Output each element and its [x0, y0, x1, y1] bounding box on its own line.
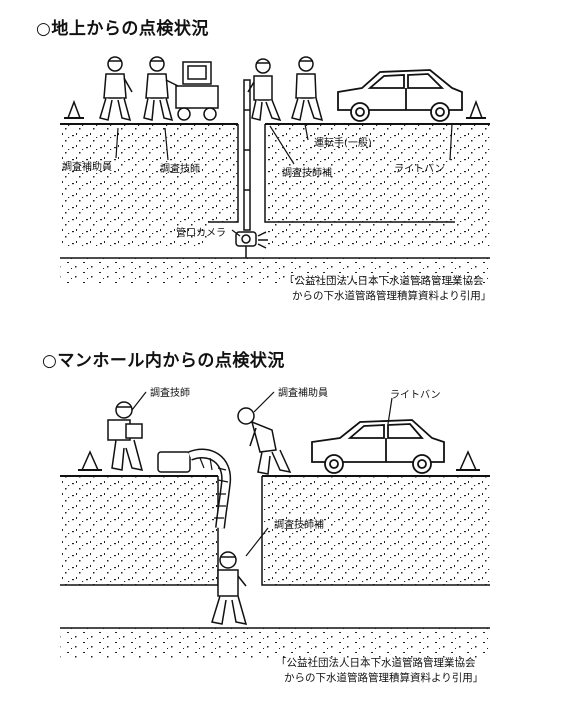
label-leaders [131, 391, 393, 557]
label-assistant: 調査補助員 [278, 388, 328, 399]
label-driver: 運転手(一般) [314, 138, 372, 149]
light-van-figure [337, 69, 463, 122]
worker-driver-figure [291, 56, 324, 122]
citation-line-2: からの下水道管路管理積算資料より引用」 [284, 672, 484, 684]
pipe-camera-figure [235, 231, 268, 258]
citation-line-2: からの下水道管路管理積算資料より引用」 [292, 290, 492, 302]
traffic-cone [78, 450, 102, 471]
citation-line-1: 「公益社団法人日本下水道管路管理業協会 [276, 657, 476, 669]
section2-title: ○マンホール内からの点検状況 [42, 351, 285, 371]
label-technician: 調査技師 [160, 164, 200, 175]
citation-line-1: 「公益社団法人日本下水道管路管理業協会 [284, 275, 484, 287]
light-van-figure [311, 419, 445, 474]
traffic-cone [64, 99, 84, 119]
traffic-cone [466, 99, 486, 119]
worker-technician-figure [107, 401, 144, 471]
label-pipe-camera: 管口カメラ [176, 228, 226, 239]
label-light-van: ライトバン [394, 164, 445, 175]
section1-ground [60, 123, 490, 286]
camera-control-cart [175, 61, 219, 121]
worker-tech-assistant-figure [211, 551, 248, 625]
label-assistant: 調査補助員 [62, 162, 112, 173]
label-light-van: ライトバン [390, 390, 441, 401]
label-technician: 調査技師 [150, 388, 190, 399]
worker-assistant-figure [99, 56, 133, 122]
camera-pole [243, 79, 251, 231]
worker-assistant-figure [237, 407, 292, 475]
worker-tech-assistant-figure [247, 58, 282, 122]
cable-reel-and-hose [157, 448, 232, 529]
label-leaders [115, 123, 453, 237]
traffic-cone [456, 450, 480, 471]
label-tech-assistant: 調査技師補 [274, 520, 324, 531]
worker-technician-figure [143, 56, 183, 122]
section1-title: ○地上からの点検状況 [36, 19, 209, 39]
section2-ground [60, 475, 490, 658]
label-tech-assistant: 調査技師補 [282, 168, 332, 179]
